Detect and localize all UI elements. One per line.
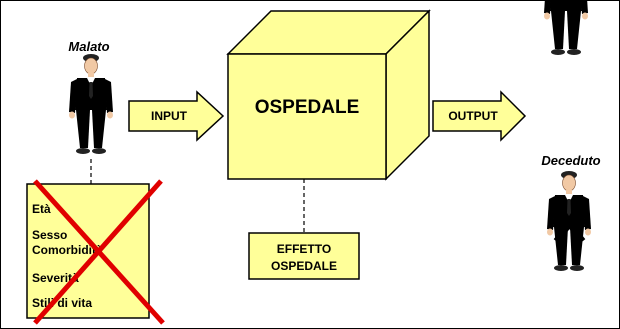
output-arrow: OUTPUT	[432, 90, 527, 142]
factors-box: Età Sesso Comorbidità Severità Stili di …	[26, 179, 165, 325]
deceased-label: Deceduto	[541, 153, 600, 168]
survivor-figure	[543, 1, 589, 56]
hospital-label: OSPEDALE	[255, 97, 360, 118]
effect-line-1: EFFETTO	[277, 242, 331, 256]
factor-eta: Età	[32, 202, 51, 216]
deceased-cross	[553, 206, 586, 243]
effect-line-2: OSPEDALE	[271, 259, 337, 273]
factor-stili-di-vita: Stili di vita	[32, 296, 92, 310]
hospital-cube: OSPEDALE	[226, 9, 431, 181]
input-label: INPUT	[151, 109, 188, 123]
patient-label: Malato	[68, 39, 109, 54]
input-arrow: INPUT	[128, 90, 225, 142]
hospital-effect-box: EFFETTO OSPEDALE	[248, 232, 360, 280]
factor-severita: Severità	[32, 271, 79, 285]
output-label: OUTPUT	[448, 109, 498, 123]
patient-figure	[68, 53, 114, 155]
factors-cross-2	[33, 179, 163, 325]
factor-comorbidita: Comorbidità	[32, 243, 103, 257]
factor-sesso: Sesso	[32, 228, 67, 242]
